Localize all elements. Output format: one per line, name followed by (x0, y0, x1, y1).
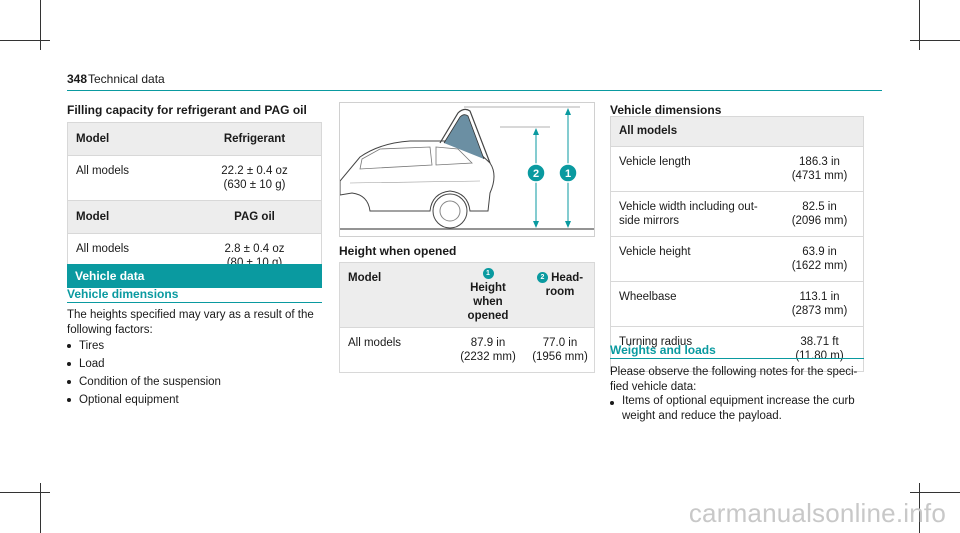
refrigerant-table: Model Refrigerant All models 22.2 ± 0.4 … (67, 122, 322, 279)
cell-value: 22.2 ± 0.4 oz (630 ± 10 g) (188, 156, 321, 200)
value-in: 77.0 in (542, 337, 578, 349)
list-item: Load (67, 355, 221, 373)
header-divider (67, 90, 882, 91)
subheading-divider (610, 358, 864, 359)
value-oz: 2.8 ± 0.4 oz (224, 243, 285, 255)
list-item: Items of optional equipment increase the… (610, 394, 864, 424)
row-value: 63.9 in (1622 mm) (776, 237, 863, 281)
vehicle-data-intro: The heights specified may vary as a resu… (67, 309, 314, 336)
row-label: Wheelbase (619, 291, 677, 303)
list-item: Condition of the suspension (67, 373, 221, 391)
value-oz: 22.2 ± 0.4 oz (221, 165, 288, 177)
header-refrigerant: Refrigerant (223, 133, 286, 145)
crop-mark (40, 0, 41, 50)
height-opened-heading: Height when opened (339, 244, 457, 258)
cell-model: All models (348, 337, 402, 349)
value-secondary: (2873 mm) (791, 305, 848, 317)
header-pag-oil: PAG oil (234, 211, 275, 223)
cell-model: All models (76, 165, 130, 177)
car-tailgate-illustration: 2 1 (340, 106, 594, 230)
value-g: (630 ± 10 g) (223, 179, 286, 191)
section-title: Technical data (88, 72, 165, 86)
refrigerant-heading: Filling capacity for refrigerant and PAG… (67, 103, 307, 117)
height-opened-table: Model 1 Height when opened 2 Head-room A… (339, 262, 595, 373)
vehicle-data-bar: Vehicle data (67, 264, 322, 288)
cell-height: 87.9 in (2232 mm) (450, 328, 526, 372)
weights-subheading: Weights and loads (610, 343, 716, 357)
header-headroom: 2 Head-room (526, 263, 594, 327)
header-label: Height when opened (467, 282, 509, 322)
crop-mark (40, 483, 41, 533)
header-label: Head-room (545, 272, 584, 298)
crop-mark (910, 492, 960, 493)
subheading-divider (67, 302, 322, 303)
row-label: Vehicle width including out-side mirrors (619, 201, 758, 227)
badge-2: 2 (536, 272, 548, 284)
list-item: Optional equipment (67, 391, 221, 409)
header-all-models: All models (619, 125, 678, 137)
header-model: Model (76, 211, 110, 223)
diagram-badge-1: 1 (565, 168, 571, 180)
table-row: Turning radius 38.71 ft (11.80 m) (611, 326, 863, 371)
value-primary: 113.1 in (799, 291, 840, 303)
factor-list: Tires Load Condition of the suspension O… (67, 337, 221, 409)
list-item: Tires (67, 337, 221, 355)
table-row: Vehicle height 63.9 in (1622 mm) (611, 236, 863, 281)
table-header-row: All models (611, 117, 863, 146)
page-number: 348 (67, 72, 88, 86)
row-value: 38.71 ft (11.80 m) (776, 327, 863, 371)
value-secondary: (1622 mm) (791, 260, 848, 272)
crop-mark (0, 492, 50, 493)
row-label: Vehicle length (619, 156, 691, 168)
table-header-row: Model PAG oil (68, 200, 321, 233)
table-header-row: Model Refrigerant (68, 123, 321, 155)
header-model: Model (348, 272, 382, 284)
cell-headroom: 77.0 in (1956 mm) (526, 328, 594, 372)
crop-mark (910, 40, 960, 41)
row-label: Vehicle height (619, 246, 691, 258)
weights-intro: Please observe the following notes for t… (610, 366, 858, 393)
table-row: Wheelbase 113.1 in (2873 mm) (611, 281, 863, 326)
diagram-badge-2: 2 (533, 168, 539, 180)
row-label: Turning radius (619, 336, 693, 348)
dimensions-table: All models Vehicle length 186.3 in (4731 … (610, 116, 864, 372)
table-row: All models 87.9 in (2232 mm) 77.0 in (19… (340, 327, 594, 372)
row-value: 82.5 in (2096 mm) (776, 192, 863, 236)
table-row: All models 22.2 ± 0.4 oz (630 ± 10 g) (68, 155, 321, 200)
cell-model: All models (76, 243, 130, 255)
value-secondary: (11.80 m) (795, 350, 844, 362)
table-row: Vehicle length 186.3 in (4731 mm) (611, 146, 863, 191)
value-primary: 82.5 in (802, 201, 837, 213)
value-secondary: (2096 mm) (791, 215, 848, 227)
value-in: 87.9 in (470, 337, 506, 349)
value-mm: (2232 mm) (460, 351, 516, 363)
crop-mark (0, 40, 50, 41)
crop-mark (919, 0, 920, 50)
badge-1: 1 (482, 268, 494, 280)
table-header-row: Model 1 Height when opened 2 Head-room (340, 263, 594, 327)
value-primary: 186.3 in (799, 156, 840, 168)
weights-list: Items of optional equipment increase the… (610, 394, 864, 424)
tailgate-diagram: 2 1 (339, 102, 595, 237)
row-value: 186.3 in (4731 mm) (776, 147, 863, 191)
row-value: 113.1 in (2873 mm) (776, 282, 863, 326)
vehicle-dimensions-subheading: Vehicle dimensions (67, 287, 179, 301)
value-secondary: (4731 mm) (791, 170, 848, 182)
value-primary: 63.9 in (802, 246, 837, 258)
watermark: carmanualsonline.info (688, 498, 946, 528)
header-model: Model (76, 133, 110, 145)
value-primary: 38.71 ft (800, 336, 839, 348)
table-row: Vehicle width including out-side mirrors… (611, 191, 863, 236)
crop-mark (919, 483, 920, 533)
header-height-opened: 1 Height when opened (450, 263, 526, 327)
value-mm: (1956 mm) (532, 351, 588, 363)
dimensions-heading: Vehicle dimensions (610, 103, 722, 117)
